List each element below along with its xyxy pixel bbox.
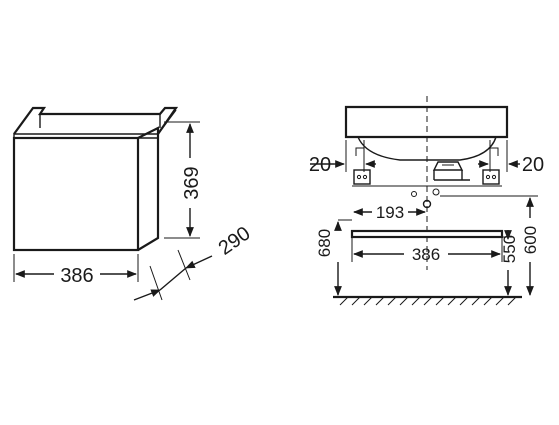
mount-height-dimension: 680 xyxy=(315,219,352,296)
inner-width-label: 386 xyxy=(412,245,440,264)
cabinet-isometric-view: 386 369 290 xyxy=(12,106,255,301)
cabinet-width-dimension: 386 xyxy=(13,254,139,287)
right-offset-dimension: 20 xyxy=(478,140,544,176)
water-connection-point xyxy=(411,191,417,197)
cabinet-bottom-height-dimension: 550 xyxy=(500,230,519,296)
cabinet-top-height-dimension: 600 xyxy=(440,195,540,296)
wall-bracket-left xyxy=(353,169,371,185)
drain-connection-point xyxy=(432,188,440,196)
cabinet-width-label: 386 xyxy=(60,265,93,287)
drain-fitting xyxy=(432,161,464,171)
wall-bracket-right xyxy=(482,169,500,185)
inner-width-dimension: 386 xyxy=(351,238,503,264)
cabinet-height-label: 369 xyxy=(181,166,203,199)
cabinet-depth-label: 290 xyxy=(215,223,255,260)
cabinet-side-panel xyxy=(137,126,160,251)
pipe-offset-label: 193 xyxy=(376,203,404,222)
cabinet-body-front xyxy=(350,229,504,239)
cabinet-top-rim xyxy=(13,106,179,135)
cabinet-front-panel xyxy=(12,136,140,252)
floor-line xyxy=(333,295,522,306)
left-offset-label: 20 xyxy=(309,154,331,176)
cabinet-top-height-label: 600 xyxy=(521,226,540,254)
left-offset-dimension: 20 xyxy=(309,140,376,176)
washbasin-outline xyxy=(344,105,509,139)
pipe-offset-dimension: 193 xyxy=(353,203,426,222)
right-offset-label: 20 xyxy=(522,154,544,176)
mount-height-label: 680 xyxy=(315,229,334,257)
front-elevation-view: 20 20 193 386 680 xyxy=(309,96,544,306)
cabinet-height-dimension: 369 xyxy=(164,121,203,239)
waste-outlet-point xyxy=(422,199,432,209)
cabinet-depth-dimension: 290 xyxy=(133,223,255,301)
cabinet-bottom-height-label: 550 xyxy=(500,235,519,263)
